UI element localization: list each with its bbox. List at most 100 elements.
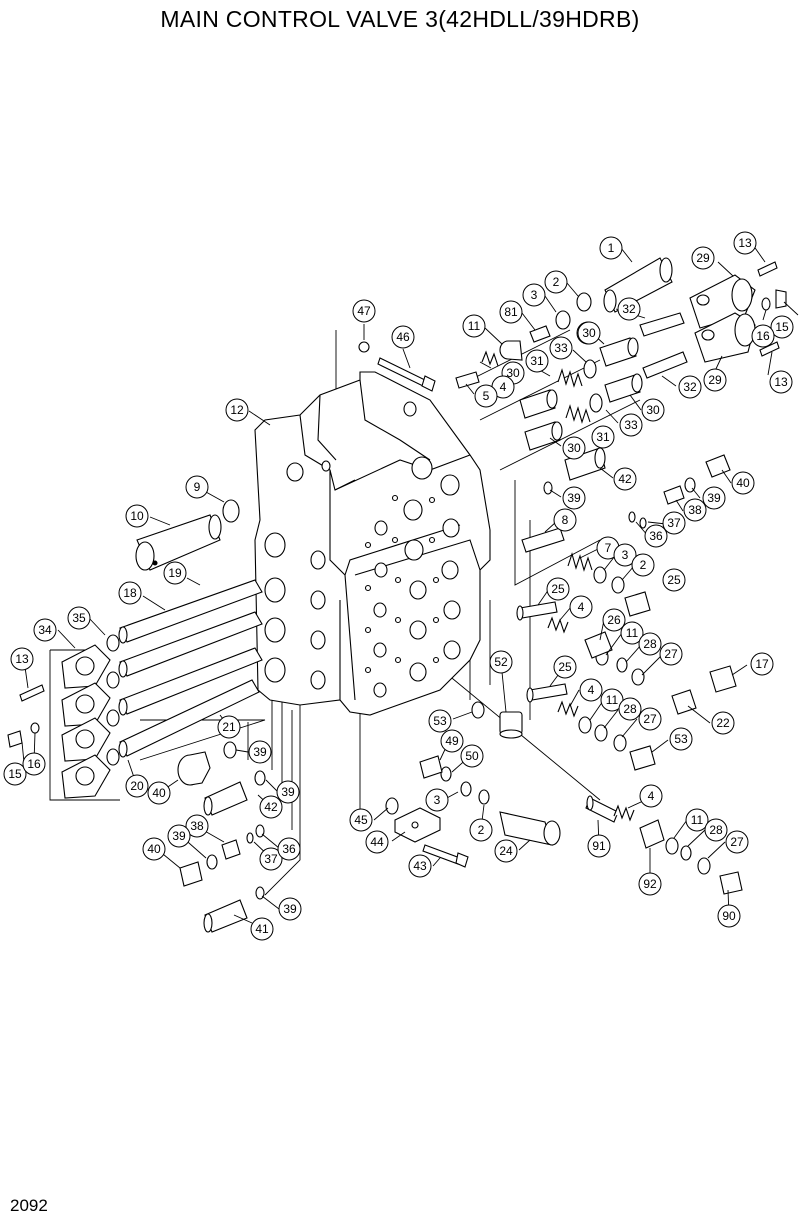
callout-1: 1: [599, 236, 623, 260]
callout-33: 33: [549, 336, 573, 360]
plug-41: [203, 899, 248, 933]
callout-16-top: 16: [751, 324, 775, 348]
callout-15-top: 15: [770, 315, 794, 339]
callout-label: 3: [622, 548, 629, 562]
callout-label: 53: [433, 714, 447, 728]
pin-32-bottom: [642, 351, 688, 379]
callout-label: 2: [553, 275, 560, 289]
callout-27-mid: 27: [659, 642, 683, 666]
pin-8: [521, 527, 565, 553]
callout-label: 39: [172, 829, 186, 843]
callout-11-bottom: 11: [685, 808, 709, 832]
callout-label: 40: [152, 786, 166, 800]
bolt-46: [377, 357, 436, 392]
callout-42-left: 42: [259, 795, 283, 819]
flange-34-2: [61, 682, 111, 727]
callout-2-low: 2: [469, 818, 493, 842]
o-rings: [30, 292, 771, 900]
callout-4-mid: 4: [569, 595, 593, 619]
callout-17: 17: [750, 652, 774, 676]
callout-label: 3: [531, 288, 538, 302]
bolt-13-bottom: [759, 341, 780, 357]
callout-label: 38: [190, 819, 204, 833]
callout-39-top: 39: [562, 486, 586, 510]
callout-36-top: 36: [644, 524, 668, 548]
callout-37-top: 37: [662, 511, 686, 535]
spring-7: [567, 552, 593, 572]
callout-29-bottom: 29: [703, 368, 727, 392]
callout-5: 5: [474, 384, 498, 408]
spring-31b: [565, 404, 591, 424]
callout-label: 40: [736, 476, 750, 490]
bolt-43: [422, 844, 469, 868]
callout-label: 25: [558, 660, 572, 674]
page-number: 2092: [10, 1196, 48, 1215]
sleeve-52: [499, 711, 523, 739]
guide-lines: [49, 329, 641, 896]
callout-label: 27: [664, 647, 678, 661]
callout-label: 5: [483, 389, 490, 403]
callout-13-left: 13: [10, 647, 34, 671]
callout-11-mid: 11: [620, 621, 644, 645]
callout-91: 91: [587, 834, 611, 858]
callout-52: 52: [489, 650, 513, 674]
callout-label: 15: [8, 767, 22, 781]
callout-label: 11: [606, 693, 619, 707]
callout-label: 37: [667, 516, 681, 530]
callout-9: 9: [185, 475, 209, 499]
callout-4-low: 4: [579, 678, 603, 702]
plug-92: [639, 819, 665, 849]
spring-4b: [557, 700, 579, 718]
valve-body: [254, 371, 491, 716]
bolt-13-left: [19, 684, 45, 702]
valve-42-bottom: [203, 781, 248, 816]
callout-label: 1: [608, 241, 615, 255]
callout-40-top: 40: [731, 471, 755, 495]
spool-3: [118, 647, 263, 716]
callout-label: 92: [643, 877, 657, 891]
callout-label: 43: [413, 859, 427, 873]
callout-28-bottom: 28: [704, 818, 728, 842]
callout-label: 42: [618, 472, 632, 486]
fittings: [7, 289, 787, 895]
callout-label: 13: [738, 236, 752, 250]
spool-4: [118, 679, 260, 758]
callout-label: 53: [674, 732, 688, 746]
callout-90: 90: [717, 904, 741, 928]
callout-15-left: 15: [3, 762, 27, 786]
callout-16-left: 16: [22, 752, 46, 776]
callout-26: 26: [602, 608, 626, 632]
callout-53: 53: [428, 709, 452, 733]
sleeve-24: [499, 811, 561, 846]
pin-32-top: [639, 312, 685, 337]
spring-seat-30b: [519, 389, 558, 419]
callout-label: 18: [123, 586, 137, 600]
callout-27-bottom: 27: [725, 830, 749, 854]
callout-47: 47: [352, 299, 376, 323]
callout-label: 42: [264, 800, 278, 814]
callout-label: 45: [354, 813, 368, 827]
callout-label: 9: [194, 480, 201, 494]
callout-label: 22: [716, 716, 730, 730]
callout-30-mid: 30: [641, 398, 665, 422]
callout-4: 4: [491, 375, 515, 399]
callout-34: 34: [33, 618, 57, 642]
callout-label: 49: [445, 734, 459, 748]
callout-32-bottom: 32: [678, 375, 702, 399]
callout-33-mid: 33: [619, 413, 643, 437]
callout-10: 10: [125, 504, 149, 528]
callout-23: 53: [669, 727, 693, 751]
callout-50: 50: [460, 744, 484, 768]
callout-label: 27: [730, 835, 744, 849]
callout-3-low: 3: [425, 788, 449, 812]
callout-label: 10: [130, 509, 144, 523]
callout-20: 20: [125, 774, 149, 798]
callout-92: 92: [638, 872, 662, 896]
callout-11-low: 11: [600, 688, 624, 712]
callout-label: 39: [253, 745, 267, 759]
callout-label: 11: [691, 813, 704, 827]
callout-label: 41: [255, 922, 269, 936]
callout-label: 16: [756, 329, 770, 343]
callout-label: 90: [722, 909, 736, 923]
callout-label: 30: [646, 403, 660, 417]
